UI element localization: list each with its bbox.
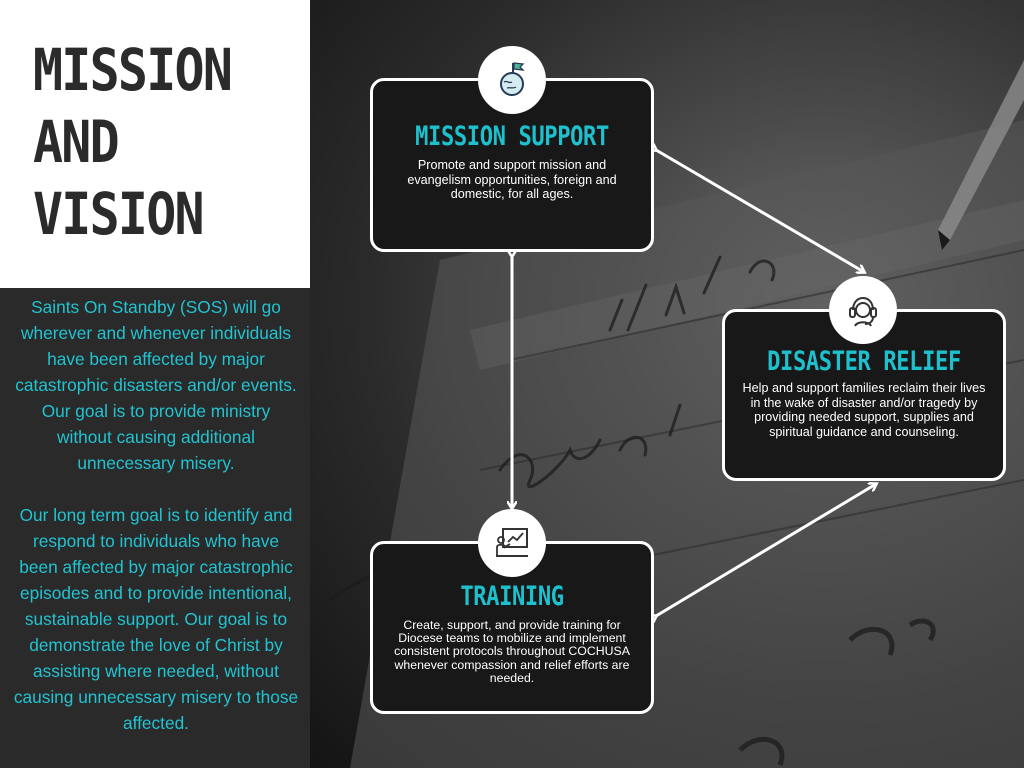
title-box: MISSION AND VISION	[0, 0, 310, 288]
mission-support-description: Promote and support mission and evangeli…	[407, 158, 617, 201]
training-description: Create, support, and provide training fo…	[394, 618, 630, 685]
intro-paragraph-2: Our long term goal is to identify and re…	[13, 505, 299, 733]
disaster-relief-description: Help and support families reclaim their …	[742, 381, 986, 439]
intro-paragraph-1: Saints On Standby (SOS) will go wherever…	[15, 297, 297, 473]
page-title-line-1: MISSION	[33, 36, 233, 104]
disaster-relief-title: DISASTER RELIEF	[767, 346, 961, 377]
page-title-line-2: AND	[33, 108, 120, 176]
globe-flag-icon	[478, 46, 546, 114]
presentation-board-icon	[478, 509, 546, 577]
page-title-line-3: VISION	[33, 180, 205, 248]
training-title: TRAINING	[460, 581, 564, 612]
intro-panel: Saints On Standby (SOS) will go wherever…	[0, 288, 310, 768]
page-title: MISSION AND VISION	[33, 34, 233, 250]
headset-support-icon	[829, 276, 897, 344]
mission-support-title: MISSION SUPPORT	[415, 121, 609, 152]
